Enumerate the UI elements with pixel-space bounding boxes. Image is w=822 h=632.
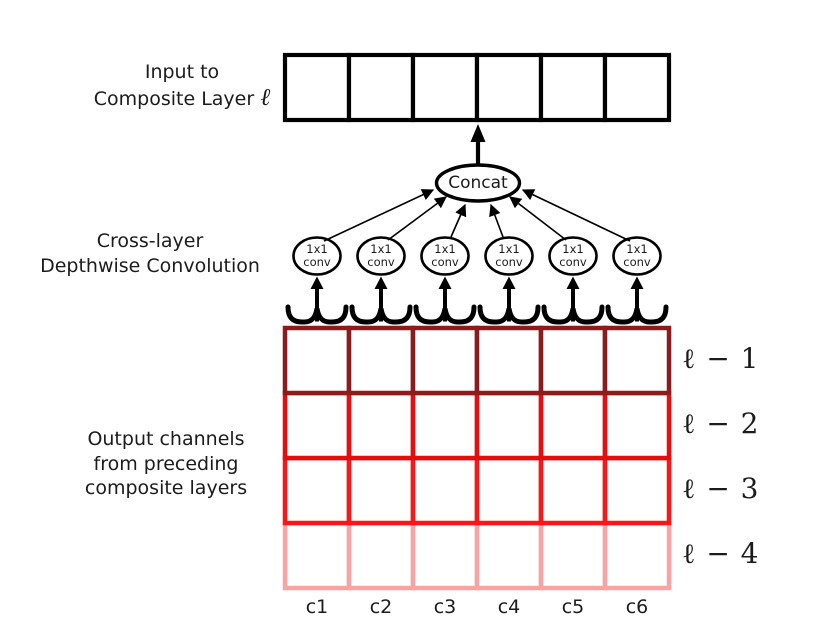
channel-grid [282,325,672,591]
input-annotation-line1: Input to [144,61,220,83]
brace-arrow-head [630,276,644,289]
input-row-cells [282,52,672,123]
conv-to-concat-arrow [450,203,467,238]
row-label-l-minus-4: ℓ − 4 [682,537,760,570]
conv-node-ellipses [292,236,662,276]
channel-cell [346,520,416,591]
column-braces [285,304,669,325]
brace-arrow-head [310,276,324,289]
cross-layer-line2: Depthwise Convolution [40,254,260,277]
channel-cell [410,325,480,396]
column-label-c4: c4 [497,596,521,618]
channel-cell [282,520,352,591]
output-channels-annotation: Output channels from preceding composite… [44,427,288,501]
concat-label: Concat [448,173,508,193]
channel-cell [602,325,672,396]
input-cell [602,52,672,123]
conv-to-concat-arrow [521,189,631,242]
column-label-c1: c1 [305,596,329,618]
cross-layer-annotation: Cross-layer Depthwise Convolution [28,229,272,278]
input-cell [410,52,480,123]
channel-cell [474,390,544,461]
input-cell [538,52,608,123]
channel-cell [346,390,416,461]
channel-cell [602,520,672,591]
brace-arrow-head [374,276,388,289]
brace-to-conv-arrows [310,276,644,322]
channel-cell [474,520,544,591]
column-label-c2: c2 [369,596,393,618]
concat-ellipse [434,163,522,203]
conv-ellipse [356,236,406,276]
row-label-l-minus-2: ℓ − 2 [682,407,760,440]
channel-cell [282,455,352,526]
conv-to-concat-arrows [323,189,631,242]
channel-cell [602,390,672,461]
channel-cell [602,455,672,526]
cross-layer-line1: Cross-layer [96,230,204,252]
output-channels-line2: from preceding [93,452,239,475]
row-label-l-minus-3: ℓ − 3 [682,472,760,505]
column-label-c3: c3 [433,596,457,618]
conv-to-concat-arrow [323,189,435,242]
row-label-l-minus-1: ℓ − 1 [682,342,760,375]
conv-ellipse [292,236,342,276]
channel-cell [538,520,608,591]
output-channels-line3: composite layers [84,477,248,499]
conv-ellipse [612,236,662,276]
channel-cell [410,390,480,461]
input-row-annotation: Input to Composite Layer ℓ [62,60,302,111]
channel-cell [410,520,480,591]
brace-arrow-head [438,276,452,289]
column-label-c5: c5 [561,596,585,618]
channel-cell [282,390,352,461]
conv-to-concat-arrow [509,196,567,241]
input-annotation-line2: Composite Layer ℓ [93,82,271,111]
brace-arrow-head [566,276,580,289]
channel-cell [474,455,544,526]
channel-cell [474,325,544,396]
channel-cell [346,455,416,526]
input-cell [474,52,544,123]
conv-to-concat-arrow [489,203,504,238]
input-cell [346,52,416,123]
conv-ellipse [548,236,598,276]
brace-arrow-head [502,276,516,289]
channel-cell [538,455,608,526]
channel-cell [538,325,608,396]
conv-ellipse [420,236,470,276]
channel-cell [538,390,608,461]
conv-to-concat-arrow [387,196,447,241]
concat-to-input-arrow [470,124,486,164]
channel-cell [346,325,416,396]
conv-ellipse [484,236,534,276]
ell-symbol: ℓ [260,82,271,111]
output-channels-line1: Output channels [87,428,245,450]
channel-cell [282,325,352,396]
column-label-c6: c6 [625,596,649,618]
channel-cell [410,455,480,526]
